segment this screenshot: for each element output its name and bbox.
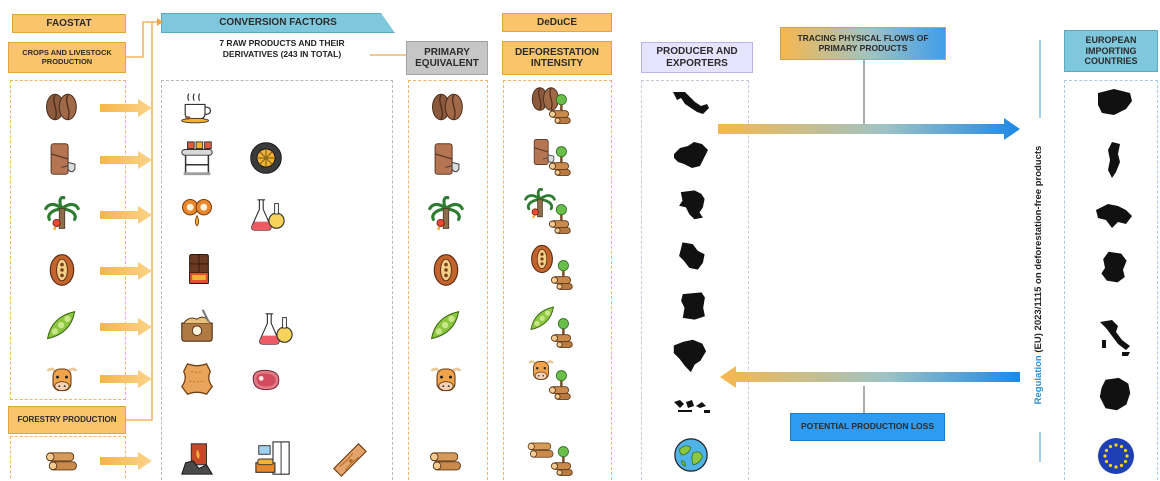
oil-palm-icon [44,196,80,232]
spain-map-icon [1094,86,1134,118]
primary-equivalent-header: PRIMARY EQUIVALENT [406,41,488,75]
furniture-icon [254,440,292,478]
loss-flow-arrow-icon [720,366,1020,388]
animal-feed-icon [178,306,216,344]
mexico-map-icon [670,88,712,118]
eu-flag-icon [1096,436,1136,476]
forestry-production-header: FORESTRY PRODUCTION [8,406,126,434]
row-arrow-icon [100,262,152,280]
deforestation-icon [540,444,574,478]
row-arrow-icon [100,370,152,388]
rubber-primary-icon [430,140,464,178]
italy-map-icon [1094,318,1134,358]
coffee-icon [44,90,78,124]
chocolate-bar-icon [182,250,216,288]
importing-container [1064,80,1158,480]
cattle-primary-icon [428,360,464,396]
soy-primary-icon [428,308,464,344]
row-arrow-icon [100,151,152,169]
forestry-to-conversion-connector [126,22,153,421]
globe-icon [672,436,710,474]
deforestation-icon [538,202,572,236]
portugal-map-icon [1104,140,1124,180]
producer-container [641,80,749,480]
rubber-icon [46,140,80,178]
tracing-flows-header: TRACING PHYSICAL FLOWS OF PRIMARY PRODUC… [780,27,946,60]
france-map-icon [1096,376,1134,414]
cocoa-primary-icon [428,252,464,288]
cocoa-icon [44,252,80,288]
bolivia-map-icon [674,238,708,274]
row-arrow-icon [100,206,152,224]
potential-loss-header: POTENTIAL PRODUCTION LOSS [790,413,945,441]
drc-map-icon [674,186,708,222]
primary-equivalent-container [408,80,488,480]
conveyor-icon [178,140,216,178]
leather-hide-icon [178,360,216,398]
row-arrow-icon [100,452,152,470]
tracing-flow-arrow-icon [718,118,1020,140]
wood-primary-icon [428,442,464,478]
coffee-primary-icon [430,90,464,124]
european-importing-header: EUROPEAN IMPORTING COUNTRIES [1064,30,1158,72]
producer-exporters-header: PRODUCER AND EXPORTERS [641,42,753,73]
palm-oil-drops-icon [180,196,214,232]
crops-to-conversion-connector [126,21,157,58]
deforestation-icon [538,368,572,402]
meat-steak-icon [246,364,286,396]
faostat-header: FAOSTAT [12,14,126,33]
belgium-map-icon [1094,200,1134,230]
raw-products-line1: 7 RAW PRODUCTS AND THEIR [219,38,345,48]
indonesia-map-icon [672,396,712,416]
deforestation-icon [538,92,572,126]
regulation-rest: (EU) 2023/1115 on deforestation-free pro… [1033,145,1044,353]
derivatives-container [161,80,393,480]
tire-icon [248,140,284,176]
deforestation-intensity-header: DEFORESTATION INTENSITY [502,41,612,75]
row-arrow-icon [100,318,152,336]
deforestation-icon [540,258,574,292]
raw-products-text: 7 RAW PRODUCTS AND THEIR DERIVATIVES (24… [197,38,367,61]
coffee-cup-icon [178,90,214,126]
deforestation-icon [540,316,574,350]
brazil-map-icon [670,336,708,374]
netherlands-map-icon [1096,250,1132,286]
oil-palm-primary-icon [428,196,464,232]
deforestation-icon [538,144,572,178]
deforestation-container [503,80,612,480]
cattle-icon [44,360,80,396]
wooden-plank-icon [330,440,368,478]
wood-logs-icon [44,442,80,478]
raw-products-line2: DERIVATIVES (243 IN TOTAL) [222,49,342,60]
regulation-label: Regulation (EU) 2023/1115 on deforestati… [1033,115,1047,435]
deduce-header: DeDuCE [502,13,612,32]
connector-arrowhead [157,18,163,26]
chemical-flasks-icon [248,196,286,234]
charcoal-icon [178,440,216,478]
row-arrow-icon [100,99,152,117]
soy-icon [44,308,80,344]
cote-divoire-map-icon [676,288,710,324]
crops-livestock-header: CROPS AND LIVESTOCK PRODUCTION [8,42,126,73]
regulation-bold: Regulation [1033,355,1044,405]
chemical-flasks-icon [256,310,294,348]
raw-products-container [10,80,126,400]
china-map-icon [670,140,710,170]
